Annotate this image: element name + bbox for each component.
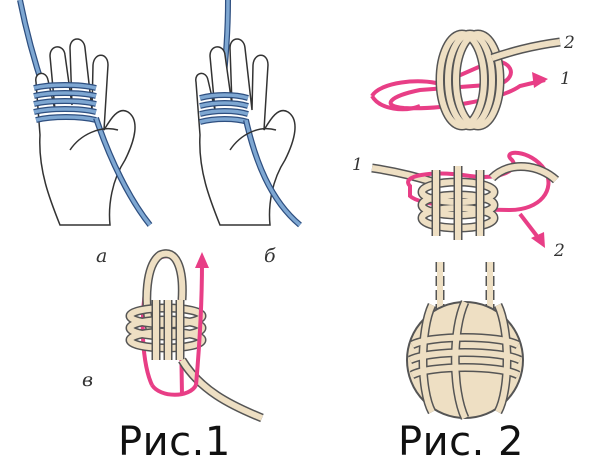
hand-a (17, 0, 153, 227)
label-2-top: 2 (563, 33, 575, 53)
caption-fig2: Рис. 2 (398, 419, 524, 465)
label-a: а (96, 245, 107, 267)
fig2-bottom (406, 262, 524, 420)
label-1-mid: 1 (352, 155, 363, 175)
hand-b (195, 0, 302, 228)
label-1-top: 1 (560, 69, 571, 89)
fig2-top (370, 29, 561, 131)
fig2-middle (371, 150, 560, 248)
caption-fig1: Рис.1 (118, 419, 231, 465)
label-2-mid: 2 (553, 241, 565, 261)
coil-v (125, 249, 264, 423)
label-b: б (264, 245, 276, 267)
label-v: в (82, 369, 93, 391)
